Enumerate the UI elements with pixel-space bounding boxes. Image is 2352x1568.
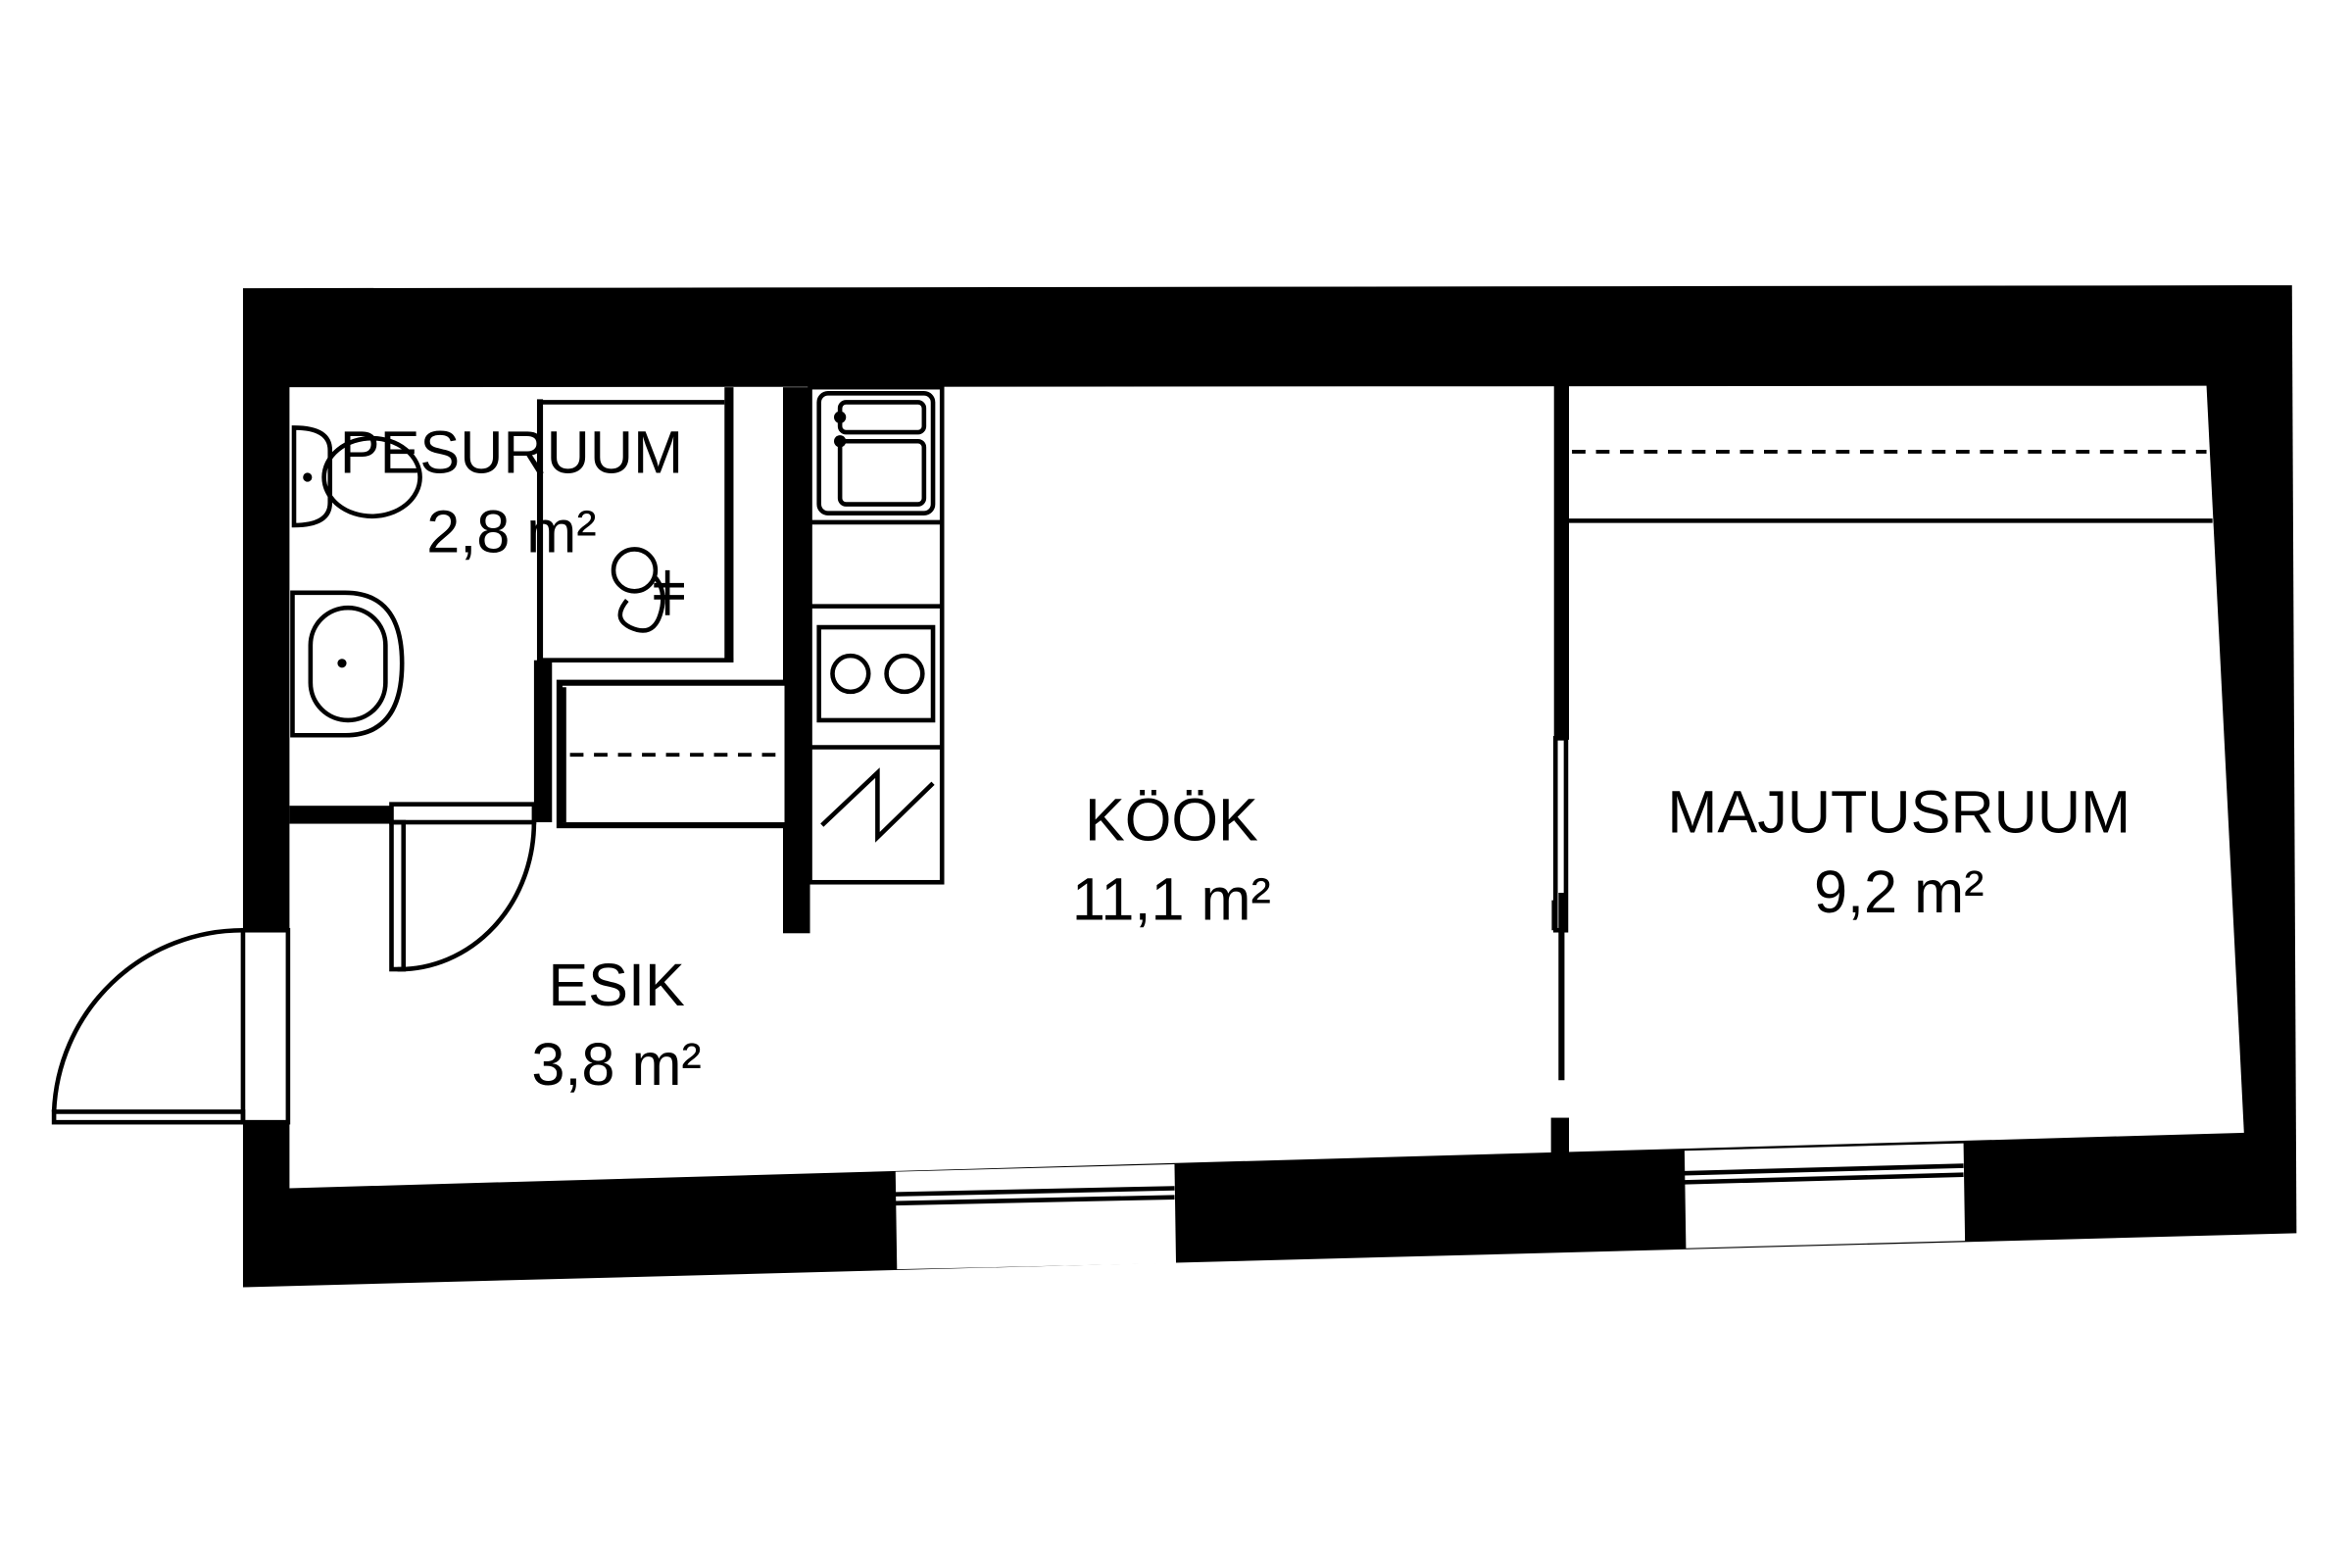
room-name-majutusruum: MAJUTUSRUUM bbox=[1667, 779, 2131, 846]
kitchen-counter bbox=[808, 384, 945, 885]
bathroom-door[interactable] bbox=[389, 802, 537, 972]
room-area-esik: 3,8 m² bbox=[531, 1031, 702, 1098]
bathroom-sink-icon bbox=[290, 590, 405, 738]
window-kitchen bbox=[895, 1164, 1176, 1270]
closet bbox=[556, 679, 791, 829]
kitchen-wall bbox=[782, 387, 810, 934]
sliding-door[interactable] bbox=[1551, 736, 1569, 1081]
floor bbox=[289, 385, 2244, 1189]
partition-wall-lower bbox=[1550, 1117, 1570, 1155]
window-room bbox=[1684, 1143, 1966, 1249]
room-name-esik: ESIK bbox=[548, 952, 685, 1018]
toilet-icon bbox=[291, 425, 422, 528]
room-area-majutusruum: 9,2 m² bbox=[1814, 858, 1984, 925]
room-area-kook: 11,1 m² bbox=[1072, 866, 1271, 933]
room-name-kook: KÖÖK bbox=[1085, 786, 1258, 853]
fridge-icon bbox=[820, 767, 935, 843]
room-name-pesuruum: PESURUUM bbox=[340, 418, 683, 485]
shower-wall bbox=[536, 399, 544, 663]
kitchen-sink-icon bbox=[816, 390, 936, 516]
entrance-door[interactable] bbox=[51, 927, 294, 1125]
shower-icon bbox=[611, 547, 684, 633]
bathroom-wall-lower bbox=[533, 660, 553, 823]
room-area-pesuruum: 2,8 m² bbox=[426, 499, 597, 565]
bathroom-wall-right bbox=[724, 387, 734, 661]
partition-wall bbox=[1553, 385, 1570, 740]
stove-icon bbox=[816, 624, 936, 723]
bathroom-wall bbox=[289, 806, 392, 824]
